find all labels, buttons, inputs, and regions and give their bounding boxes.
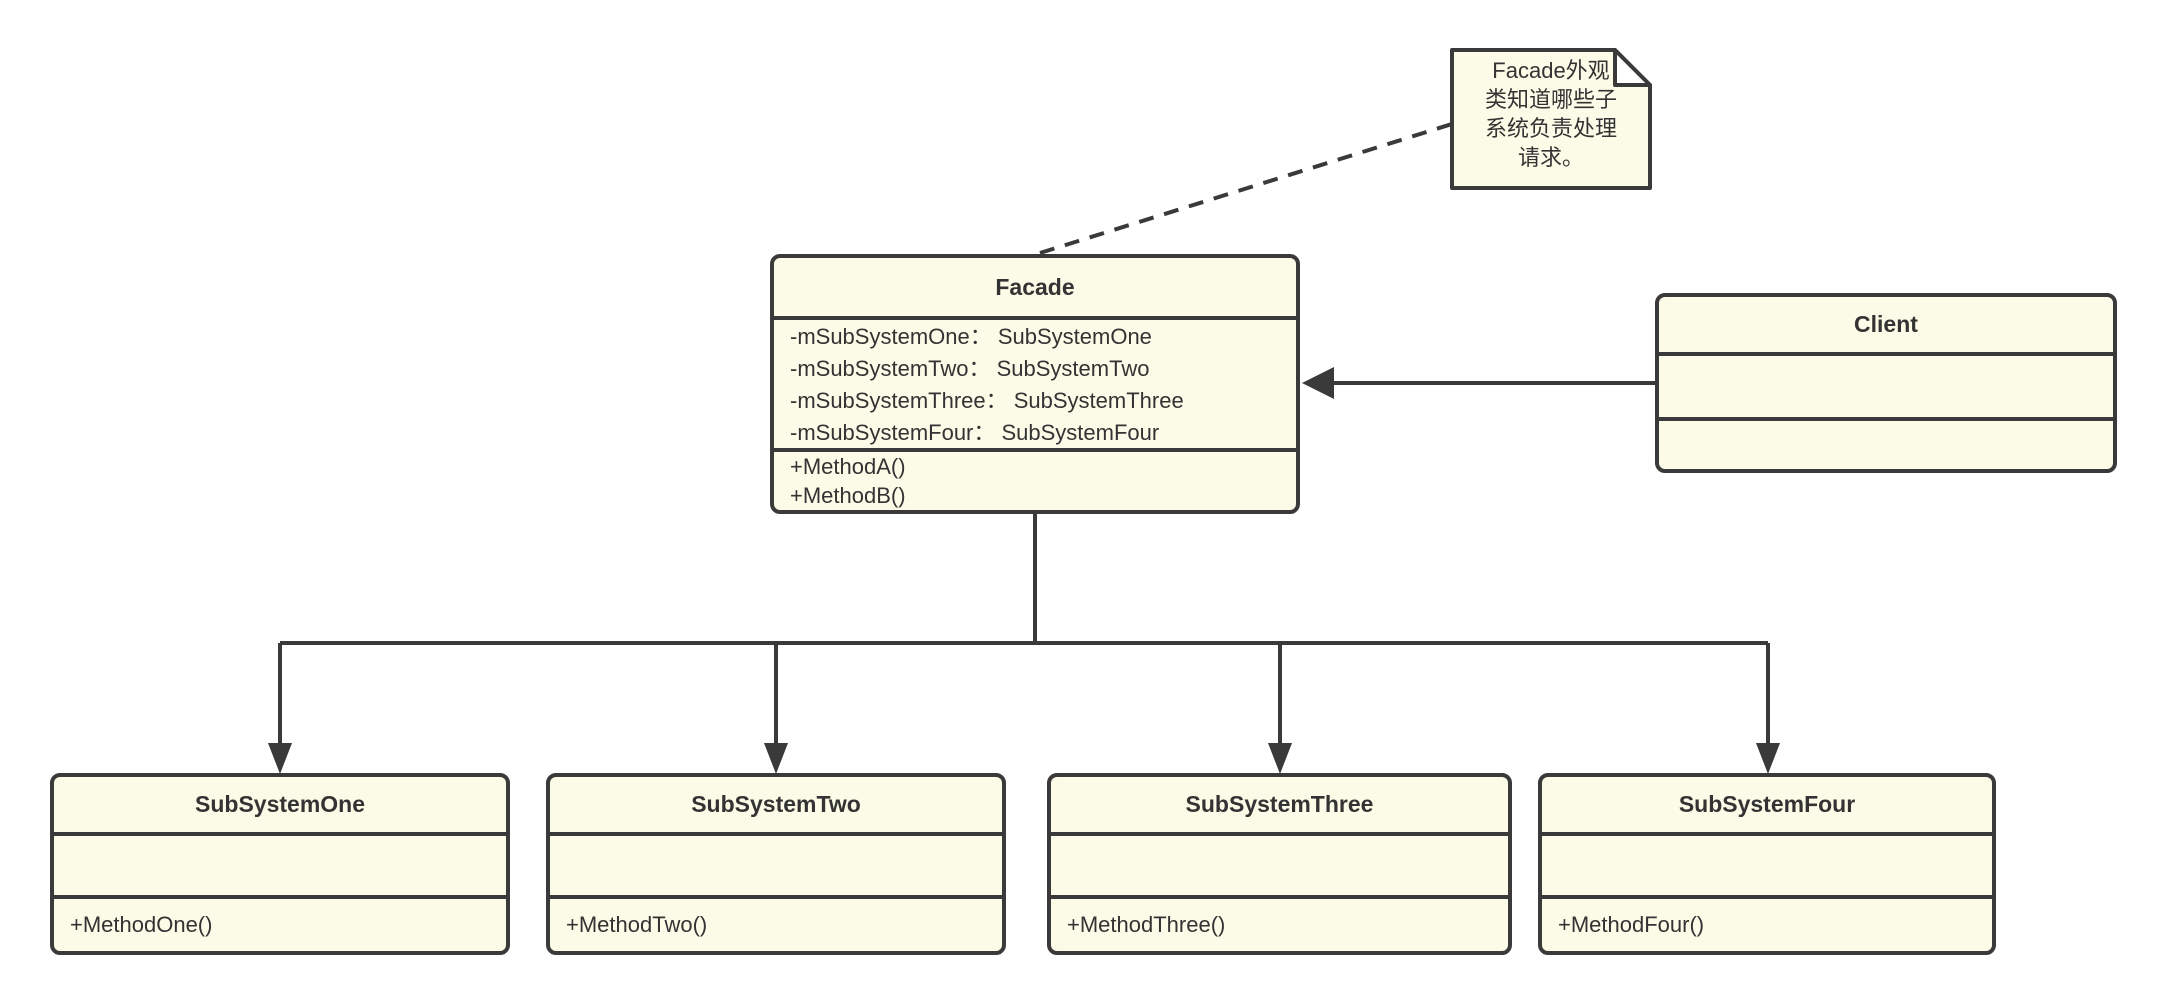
class-title: SubSystemOne bbox=[195, 791, 365, 817]
note-body bbox=[1450, 48, 1652, 190]
note-anchor-dashed-line[interactable] bbox=[1039, 122, 1453, 255]
class-subsystemfour[interactable]: SubSystemFour +MethodFour() bbox=[1538, 773, 1996, 955]
class-title: SubSystemTwo bbox=[691, 791, 861, 817]
method-row: +MethodFour() bbox=[1558, 912, 1705, 937]
attribute-row: -mSubSystemFour： SubSystemFour bbox=[790, 420, 1160, 445]
note-text: Facade外观 类知道哪些子 系统负责处理 请求。 bbox=[1450, 56, 1652, 172]
attribute-row: -mSubSystemThree： SubSystemThree bbox=[790, 388, 1184, 413]
class-title: Client bbox=[1854, 311, 1918, 337]
attribute-row: -mSubSystemOne： SubSystemOne bbox=[790, 324, 1152, 349]
note-text-line: Facade外观 bbox=[1492, 58, 1610, 83]
note-facade-annotation[interactable]: Facade外观 类知道哪些子 系统负责处理 请求。 bbox=[1450, 48, 1652, 190]
attributes-section bbox=[1051, 832, 1508, 895]
methods-section: +MethodFour() bbox=[1542, 895, 1992, 951]
method-row: +MethodOne() bbox=[70, 912, 213, 937]
note-text-line: 类知道哪些子 bbox=[1484, 87, 1617, 112]
class-subsystemone[interactable]: SubSystemOne +MethodOne() bbox=[50, 773, 510, 955]
note-shape bbox=[1450, 48, 1652, 190]
attributes-section bbox=[1659, 352, 2113, 417]
arrowhead-icon bbox=[1268, 743, 1292, 774]
dashed-line bbox=[1039, 122, 1453, 255]
note-text-line: 系统负责处理 bbox=[1484, 116, 1617, 141]
arrowhead-icon bbox=[1756, 743, 1780, 774]
class-subsystemthree[interactable]: SubSystemThree +MethodThree() bbox=[1047, 773, 1512, 955]
attribute-row: -mSubSystemTwo： SubSystemTwo bbox=[790, 356, 1150, 381]
arrowhead-icon bbox=[764, 743, 788, 774]
methods-section: +MethodTwo() bbox=[550, 895, 1002, 951]
method-row: +MethodB() bbox=[790, 483, 906, 508]
client-to-facade-arrow[interactable] bbox=[1302, 367, 1655, 399]
tree-lines bbox=[278, 512, 1770, 746]
note-text-line: 请求。 bbox=[1517, 145, 1584, 170]
attributes-section bbox=[550, 832, 1002, 895]
method-row: +MethodThree() bbox=[1067, 912, 1226, 937]
methods-section: +MethodOne() bbox=[54, 895, 506, 951]
class-client[interactable]: Client bbox=[1655, 293, 2117, 473]
attributes-section bbox=[1542, 832, 1992, 895]
methods-section: +MethodA() +MethodB() bbox=[774, 448, 1296, 510]
facade-to-subsystems-tree[interactable] bbox=[268, 512, 1780, 774]
arrowhead-icon bbox=[268, 743, 292, 774]
attributes-section: -mSubSystemOne： SubSystemOne -mSubSystem… bbox=[774, 316, 1296, 448]
class-subsystemtwo[interactable]: SubSystemTwo +MethodTwo() bbox=[546, 773, 1006, 955]
note-fold-corner-icon bbox=[1613, 48, 1652, 87]
class-title: Facade bbox=[995, 273, 1075, 300]
class-facade[interactable]: Facade -mSubSystemOne： SubSystemOne -mSu… bbox=[770, 254, 1300, 514]
method-row: +MethodA() bbox=[790, 454, 906, 479]
class-title: SubSystemThree bbox=[1185, 791, 1374, 817]
arrowhead-icon bbox=[1302, 367, 1334, 399]
methods-section: +MethodThree() bbox=[1051, 895, 1508, 951]
attributes-section bbox=[54, 832, 506, 895]
method-row: +MethodTwo() bbox=[566, 912, 708, 937]
methods-section bbox=[1659, 417, 2113, 469]
class-title: SubSystemFour bbox=[1678, 791, 1856, 817]
